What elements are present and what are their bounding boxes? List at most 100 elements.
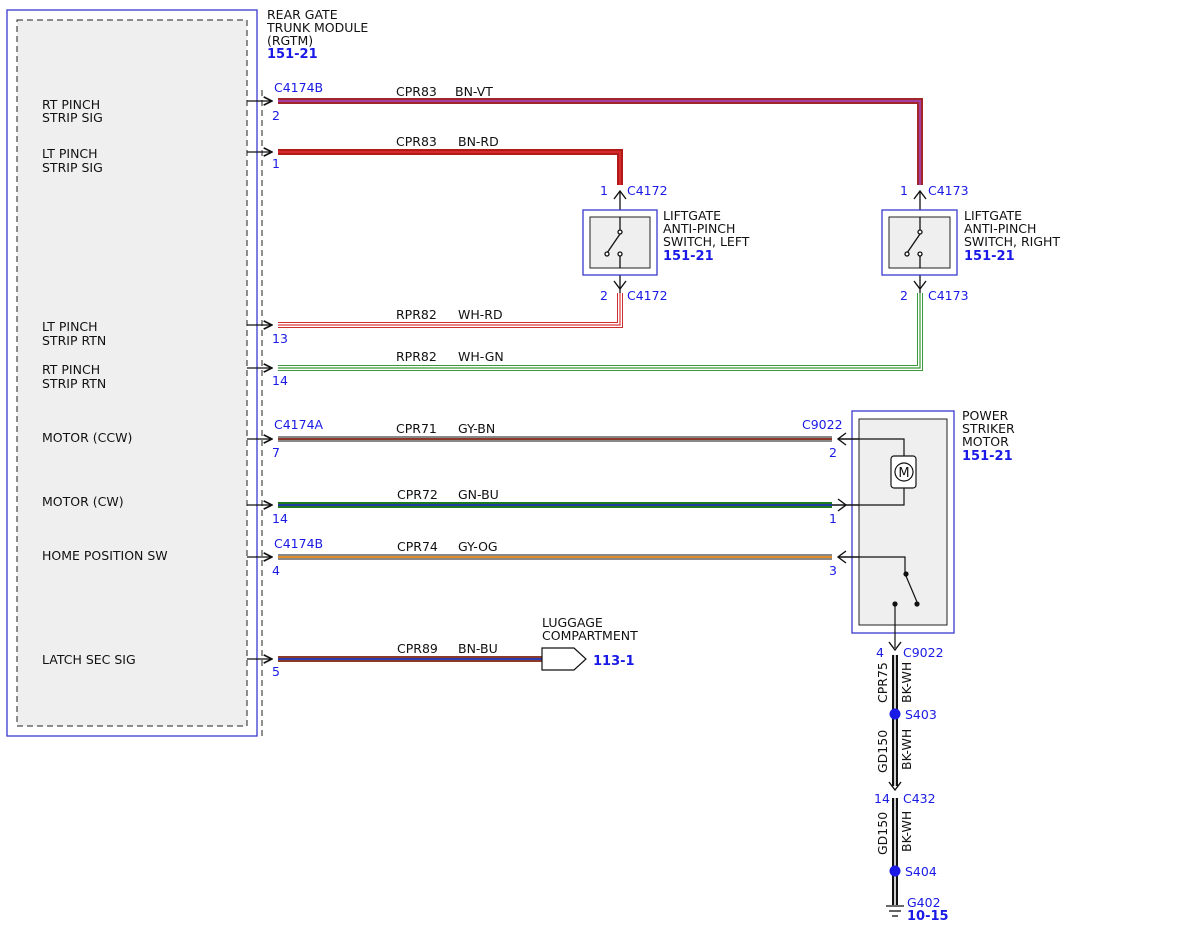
- module-title-line-1: REAR GATE: [267, 7, 338, 22]
- switch-left-label-3: SWITCH, LEFT: [663, 234, 750, 249]
- pin-w2: 1: [272, 156, 280, 171]
- circuit-w8: CPR89: [397, 641, 438, 656]
- c432-connector: C432: [903, 791, 936, 806]
- ground-seg2-circuit: GD150: [875, 730, 890, 773]
- ground-seg3-circuit: GD150: [875, 812, 890, 855]
- ground-seg2-color: BK-WH: [899, 729, 914, 770]
- luggage-label-1: LUGGAGE: [542, 615, 603, 630]
- module-pin-stubs: [247, 101, 272, 659]
- motor-pin-home: 3: [829, 563, 837, 578]
- pin-label-latch-sec: LATCH SEC SIG: [42, 652, 136, 667]
- switch-left-label-1: LIFTGATE: [663, 208, 721, 223]
- module-title: REAR GATE TRUNK MODULE (RGTM) 151-21: [266, 7, 368, 62]
- power-striker-motor[interactable]: M C9022 2 1 3 POWER STRIKER MOTOR 151-21: [802, 408, 1015, 634]
- circuit-w3: RPR82: [396, 307, 437, 322]
- module-ref-link[interactable]: 151-21: [267, 47, 318, 62]
- pin-w1: 2: [272, 108, 280, 123]
- switch-right-label-2: ANTI-PINCH: [964, 221, 1036, 236]
- ground-connector: C9022: [903, 645, 944, 660]
- motor-label-3: MOTOR: [962, 434, 1009, 449]
- wire-rpr82-wh-gn[interactable]: [278, 293, 923, 371]
- wire-labels: C4174B 2 CPR83 BN-VT 1 CPR83 BN-RD 13 RP…: [272, 80, 504, 679]
- switch-right-bottom-connector: C4173: [928, 288, 969, 303]
- colorcode-w8: BN-BU: [458, 641, 498, 656]
- motor-connector: C9022: [802, 417, 843, 432]
- switch-right-label-1: LIFTGATE: [964, 208, 1022, 223]
- rgtm-module: [6, 9, 263, 737]
- colorcode-w1: BN-VT: [455, 84, 493, 99]
- module-title-line-2: TRUNK MODULE: [266, 20, 368, 35]
- switch-right-top-pin: 1: [900, 183, 908, 198]
- circuit-w1: CPR83: [396, 84, 437, 99]
- switch-left-bottom-connector: C4172: [627, 288, 668, 303]
- pin-w8: 5: [272, 664, 280, 679]
- pin-w5: 7: [272, 445, 280, 460]
- ground-seg3-color: BK-WH: [899, 811, 914, 852]
- motor-pin-ccw: 2: [829, 445, 837, 460]
- colorcode-w4: WH-GN: [458, 349, 504, 364]
- motor-ref-link[interactable]: 151-21: [962, 449, 1013, 464]
- home-switch-icon: [859, 556, 920, 625]
- connector-c4174b-top: C4174B: [274, 80, 323, 95]
- pin-label-motor-ccw: MOTOR (CCW): [42, 430, 132, 445]
- wire-cpr83-bn-vt[interactable]: [278, 98, 923, 185]
- motor-symbol: M: [898, 466, 909, 481]
- motor-label-1: POWER: [962, 408, 1009, 423]
- switch-right[interactable]: 1 C4173 2 C4173 LIFTGATE ANTI-PINCH SWIT…: [881, 183, 1060, 303]
- pin-label-motor-cw: MOTOR (CW): [42, 494, 124, 509]
- pin-label-lt-pinch-rtn-1: LT PINCH: [42, 319, 98, 334]
- splice-s403-dot: [889, 708, 901, 720]
- pin-label-lt-pinch-sig-1: LT PINCH: [42, 146, 98, 161]
- splice-s404-dot: [889, 865, 901, 877]
- wire-cpr83-bn-rd[interactable]: [278, 149, 623, 185]
- colorcode-w2: BN-RD: [458, 134, 499, 149]
- pin-label-rt-pinch-sig-2: STRIP SIG: [42, 110, 103, 125]
- switch-left-top-connector: C4172: [627, 183, 668, 198]
- switch-left-label-2: ANTI-PINCH: [663, 221, 735, 236]
- pin-label-lt-pinch-rtn-2: STRIP RTN: [42, 333, 106, 348]
- pin-w3: 13: [272, 331, 288, 346]
- pin-w6: 14: [272, 511, 288, 526]
- circuit-w2: CPR83: [396, 134, 437, 149]
- wire-rpr82-wh-rd[interactable]: [278, 293, 623, 328]
- ground-ref-link[interactable]: 10-15: [907, 909, 949, 924]
- motor-pin-cw: 1: [829, 511, 837, 526]
- luggage-compartment[interactable]: LUGGAGE COMPARTMENT 113-1: [541, 615, 638, 671]
- ground-arrow-icon: [888, 641, 902, 652]
- switch-left-top-pin: 1: [600, 183, 608, 198]
- module-pin-labels: RT PINCH STRIP SIG LT PINCH STRIP SIG LT…: [42, 97, 168, 667]
- pin-label-rt-pinch-rtn-1: RT PINCH: [42, 362, 100, 377]
- switch-left[interactable]: 1 C4172 2 C4172 LIFTGATE ANTI-PINCH SWIT…: [582, 183, 750, 303]
- colorcode-w7: GY-OG: [458, 539, 498, 554]
- pin-label-home-sw: HOME POSITION SW: [42, 548, 168, 563]
- ground-path[interactable]: 4 C9022 CPR75 BK-WH S403 GD150 BK-WH 14 …: [874, 625, 949, 924]
- pin-w7: 4: [272, 563, 280, 578]
- circuit-w7: CPR74: [397, 539, 438, 554]
- circuit-w4: RPR82: [396, 349, 437, 364]
- colorcode-w3: WH-RD: [458, 307, 503, 322]
- luggage-ref-link[interactable]: 113-1: [593, 654, 635, 669]
- motor-m-icon: M: [890, 455, 917, 489]
- switch-left-bottom-pin: 2: [600, 288, 608, 303]
- colorcode-w6: GN-BU: [458, 487, 499, 502]
- ground-seg1-circuit: CPR75: [875, 662, 890, 703]
- motor-label-2: STRIKER: [962, 421, 1015, 436]
- circuit-w6: CPR72: [397, 487, 438, 502]
- switch-left-ref-link[interactable]: 151-21: [663, 249, 714, 264]
- ground-g402: G402: [907, 895, 941, 910]
- switch-right-label-3: SWITCH, RIGHT: [964, 234, 1060, 249]
- circuit-w5: CPR71: [396, 421, 437, 436]
- ground-symbol-icon: [886, 905, 904, 917]
- ground-seg1-color: BK-WH: [899, 662, 914, 703]
- switch-right-contact-icon: [904, 217, 923, 268]
- pin-label-rt-pinch-sig-1: RT PINCH: [42, 97, 100, 112]
- switch-right-ref-link[interactable]: 151-21: [964, 249, 1015, 264]
- switch-left-contact-icon: [604, 217, 623, 268]
- switch-right-top-connector: C4173: [928, 183, 969, 198]
- module-title-line-3: (RGTM): [267, 33, 313, 48]
- connector-c4174b-lower: C4174B: [274, 536, 323, 551]
- splice-s403: S403: [905, 707, 937, 722]
- splice-s404: S404: [905, 864, 937, 879]
- connector-c4174a: C4174A: [274, 417, 324, 432]
